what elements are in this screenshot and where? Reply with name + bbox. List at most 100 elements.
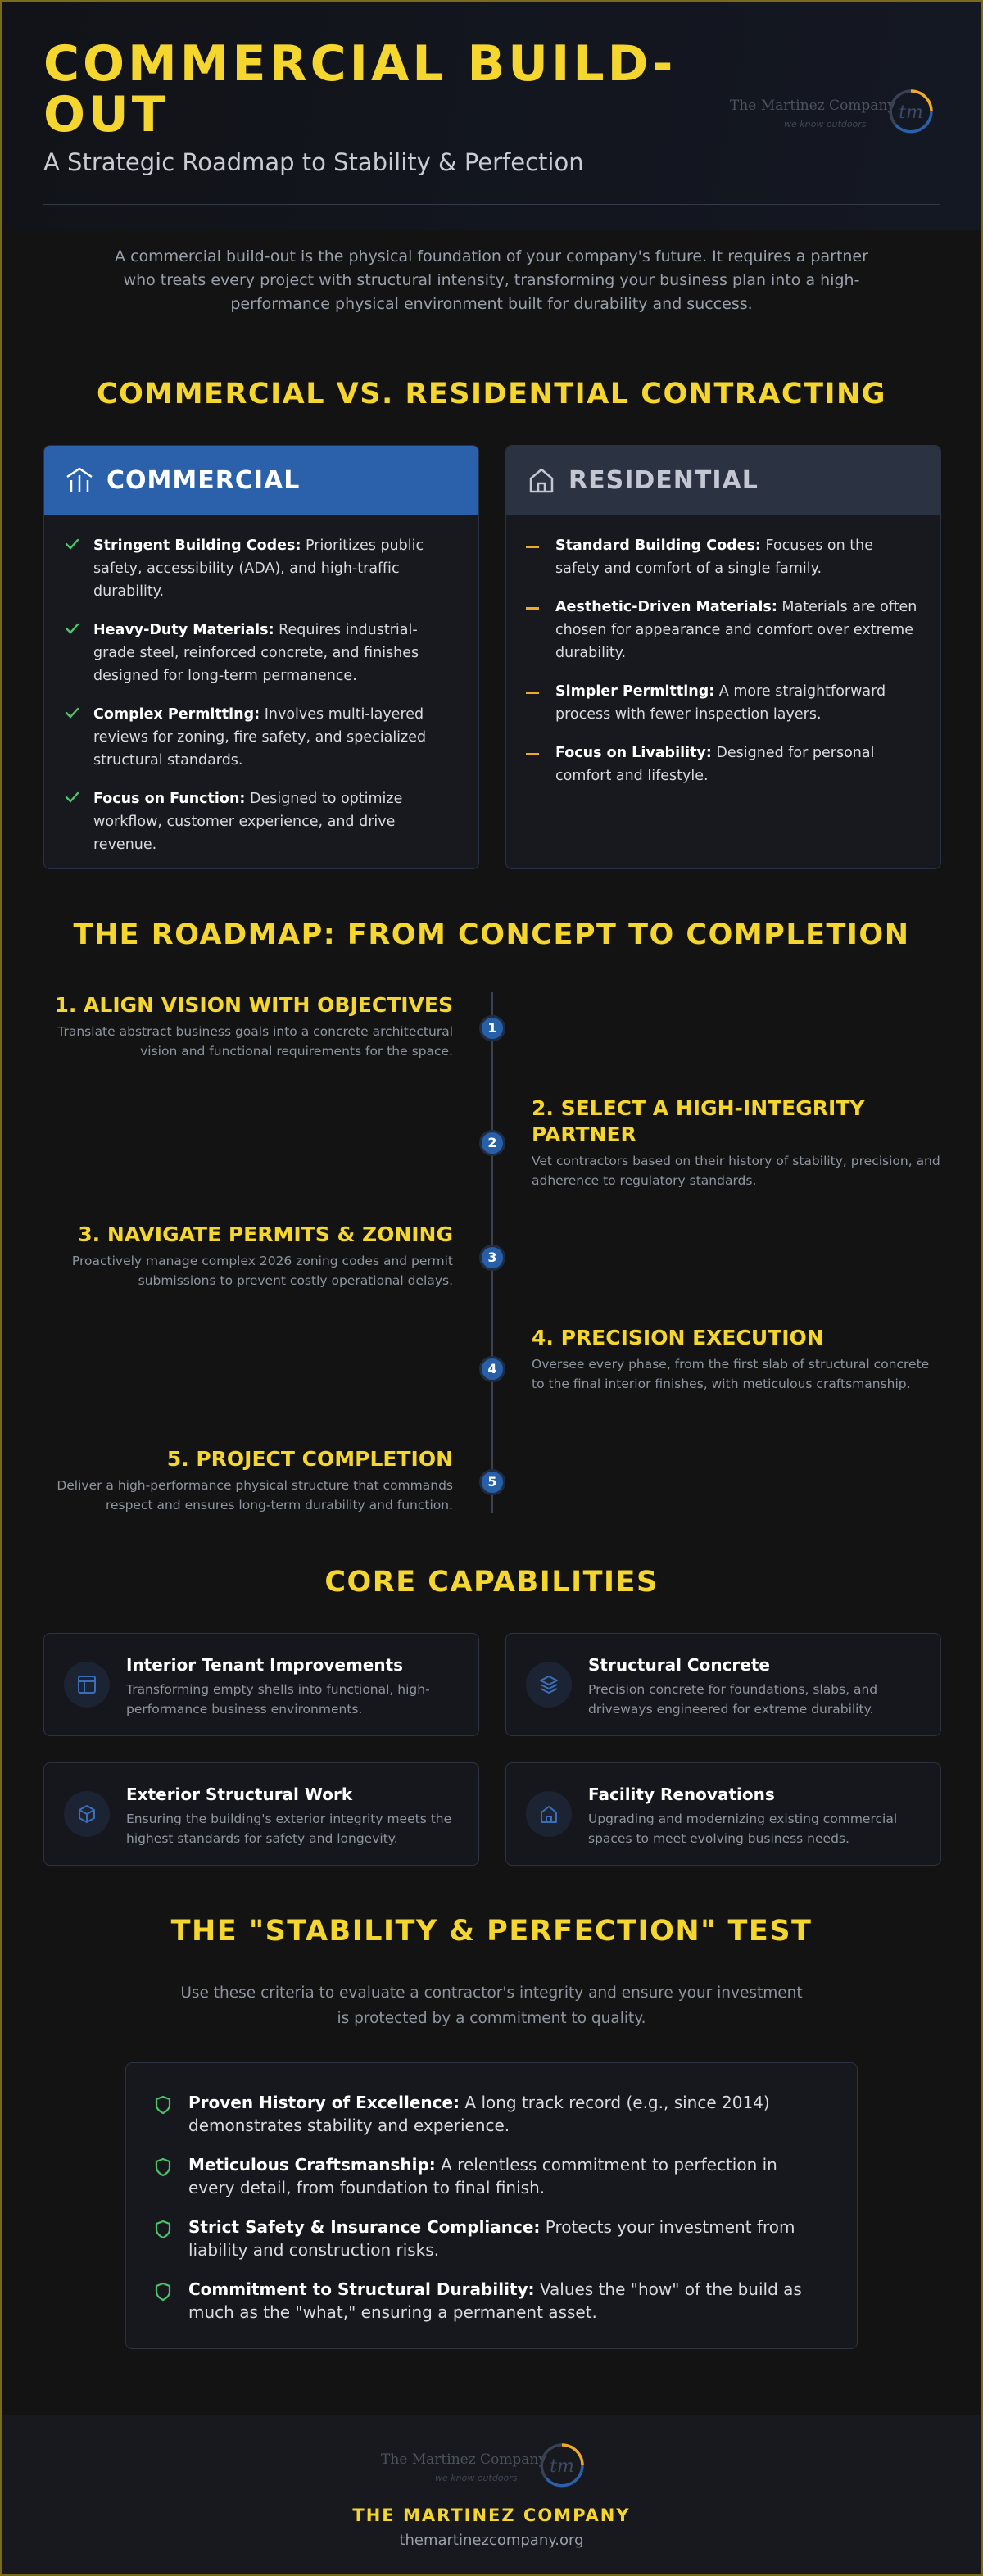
list-item: Stringent Building Codes: Prioritizes pu… <box>64 534 455 603</box>
shield-icon <box>155 2282 171 2302</box>
residential-label: RESIDENTIAL <box>569 465 759 495</box>
svg-text:tm: tm <box>550 2456 574 2477</box>
check-icon <box>65 538 79 550</box>
logo-tagline: we know outdoors <box>784 119 867 129</box>
list-item: Aesthetic-Driven Materials: Materials ar… <box>526 596 917 664</box>
list-item: Complex Permitting: Involves multi-layer… <box>64 703 455 772</box>
item-term: Heavy-Duty Materials: <box>93 622 274 638</box>
logo-tagline: we know outdoors <box>435 2473 518 2483</box>
check-icon <box>65 623 79 634</box>
step-title: 4. PRECISION EXECUTION <box>532 1326 824 1349</box>
logo-monogram-icon: tm <box>889 89 933 134</box>
criteria-term: Meticulous Craftsmanship: <box>188 2155 436 2175</box>
list-item: Heavy-Duty Materials: Requires industria… <box>64 619 455 687</box>
page-title: COMMERCIAL BUILD-OUT <box>43 35 677 143</box>
capability-title: Exterior Structural Work <box>126 1785 353 1804</box>
step-number-5: 5 <box>479 1469 505 1495</box>
shield-icon <box>155 2157 171 2177</box>
item-text: Focuses on the safety and comfort of a s… <box>555 537 873 577</box>
capability-card: Exterior Structural Work Ensuring the bu… <box>43 1762 479 1866</box>
page-subtitle: A Strategic Roadmap to Stability & Perfe… <box>43 148 584 176</box>
intro-paragraph: A commercial build-out is the physical f… <box>115 247 868 313</box>
item-term: Simpler Permitting: <box>555 683 715 700</box>
criteria-item: Proven History of Excellence: A long tra… <box>154 2091 826 2137</box>
residential-list: Standard Building Codes: Focuses on the … <box>506 515 940 787</box>
item-term: Standard Building Codes: <box>555 537 761 554</box>
dash-icon <box>526 692 539 694</box>
test-heading: THE "STABILITY & PERFECTION" TEST <box>170 1915 813 1948</box>
criteria-text: Values the "how" of the build as much as… <box>188 2279 802 2322</box>
commercial-card-header: COMMERCIAL <box>44 446 478 515</box>
commercial-label: COMMERCIAL <box>106 465 301 495</box>
capability-desc: Transforming empty shells into functiona… <box>126 1682 430 1717</box>
item-term: Complex Permitting: <box>93 706 260 723</box>
logo-wordmark: The Martinez Company <box>381 2451 546 2468</box>
item-term: Aesthetic-Driven Materials: <box>555 599 777 615</box>
step-title: 3. NAVIGATE PERMITS & ZONING <box>78 1222 453 1246</box>
roadmap-heading: THE ROADMAP: FROM CONCEPT TO COMPLETION <box>73 918 910 951</box>
footer-logo[interactable]: The Martinez Company we know outdoors tm <box>381 2442 591 2491</box>
capability-title: Interior Tenant Improvements <box>126 1655 404 1675</box>
dash-icon <box>526 607 539 610</box>
check-icon <box>65 707 79 719</box>
criteria-text: A relentless commitment to perfection in… <box>188 2155 777 2197</box>
house-icon <box>529 468 554 493</box>
test-criteria-box: Proven History of Excellence: A long tra… <box>125 2062 858 2349</box>
item-text: Materials are often chosen for appearanc… <box>555 599 917 661</box>
item-text: Requires industrial-grade steel, reinfor… <box>93 622 419 684</box>
capability-desc: Upgrading and modernizing existing comme… <box>588 1812 898 1846</box>
test-intro: Use these criteria to evaluate a contrac… <box>180 1984 803 2027</box>
capability-card: Facility Renovations Upgrading and moder… <box>505 1762 941 1866</box>
commercial-card: COMMERCIAL Stringent Building Codes: Pri… <box>43 445 479 869</box>
company-logo[interactable]: The Martinez Company we know outdoors tm <box>730 88 940 137</box>
home-icon <box>526 1791 572 1837</box>
logo-wordmark: The Martinez Company <box>730 98 895 114</box>
list-item: Focus on Function: Designed to optimize … <box>64 787 455 856</box>
step-desc: Deliver a high-performance physical stru… <box>57 1478 453 1512</box>
shield-icon <box>155 2220 171 2239</box>
capability-card: Structural Concrete Precision concrete f… <box>505 1633 941 1736</box>
layout-icon <box>64 1662 110 1708</box>
list-item: Standard Building Codes: Focuses on the … <box>526 534 917 580</box>
roadmap-step-2: 2. SELECT A HIGH-INTEGRITY PARTNER Vet c… <box>532 1095 941 1190</box>
item-text: Involves multi-layered reviews for zonin… <box>93 706 427 769</box>
logo-monogram-icon: tm <box>540 2443 584 2488</box>
residential-card-header: RESIDENTIAL <box>506 446 940 515</box>
roadmap-step-4: 4. PRECISION EXECUTION Oversee every pha… <box>532 1325 941 1394</box>
capability-card: Interior Tenant Improvements Transformin… <box>43 1633 479 1736</box>
commercial-list: Stringent Building Codes: Prioritizes pu… <box>44 515 478 856</box>
criteria-term: Strict Safety & Insurance Compliance: <box>188 2217 541 2237</box>
item-text: Prioritizes public safety, accessibility… <box>93 537 424 600</box>
building-icon <box>66 467 93 492</box>
step-desc: Vet contractors based on their history o… <box>532 1154 940 1188</box>
step-number-2: 2 <box>479 1130 505 1156</box>
svg-text:tm: tm <box>899 102 923 123</box>
comparison-heading: COMMERCIAL VS. RESIDENTIAL CONTRACTING <box>96 378 887 410</box>
shield-icon <box>155 2095 171 2115</box>
criteria-term: Commitment to Structural Durability: <box>188 2279 535 2299</box>
residential-card: RESIDENTIAL Standard Building Codes: Foc… <box>505 445 941 869</box>
item-text: A more straightforward process with fewe… <box>555 683 886 723</box>
list-item: Simpler Permitting: A more straightforwa… <box>526 680 917 726</box>
roadmap-step-5: 5. PROJECT COMPLETION Deliver a high-per… <box>43 1446 453 1515</box>
criteria-term: Proven History of Excellence: <box>188 2093 460 2112</box>
criteria-text: A long track record (e.g., since 2014) d… <box>188 2093 770 2135</box>
criteria-item: Meticulous Craftsmanship: A relentless c… <box>154 2153 826 2199</box>
item-term: Stringent Building Codes: <box>93 537 301 554</box>
cube-icon <box>64 1791 110 1837</box>
step-number-4: 4 <box>479 1356 505 1382</box>
step-title: 2. SELECT A HIGH-INTEGRITY PARTNER <box>532 1096 865 1146</box>
capability-desc: Ensuring the building's exterior integri… <box>126 1812 452 1846</box>
footer-website-link[interactable]: themartinezcompany.org <box>399 2532 584 2549</box>
list-item: Focus on Livability: Designed for person… <box>526 742 917 787</box>
footer-company-name: THE MARTINEZ COMPANY <box>352 2506 631 2525</box>
capability-title: Structural Concrete <box>588 1655 770 1675</box>
item-text: Designed to optimize workflow, customer … <box>93 791 403 853</box>
criteria-text: Protects your investment from liability … <box>188 2217 795 2260</box>
roadmap-step-3: 3. NAVIGATE PERMITS & ZONING Proactively… <box>43 1222 453 1290</box>
roadmap-step-1: 1. ALIGN VISION WITH OBJECTIVES Translat… <box>43 992 453 1061</box>
criteria-item: Commitment to Structural Durability: Val… <box>154 2278 826 2324</box>
step-number-3: 3 <box>479 1245 505 1271</box>
layers-icon <box>526 1662 572 1708</box>
